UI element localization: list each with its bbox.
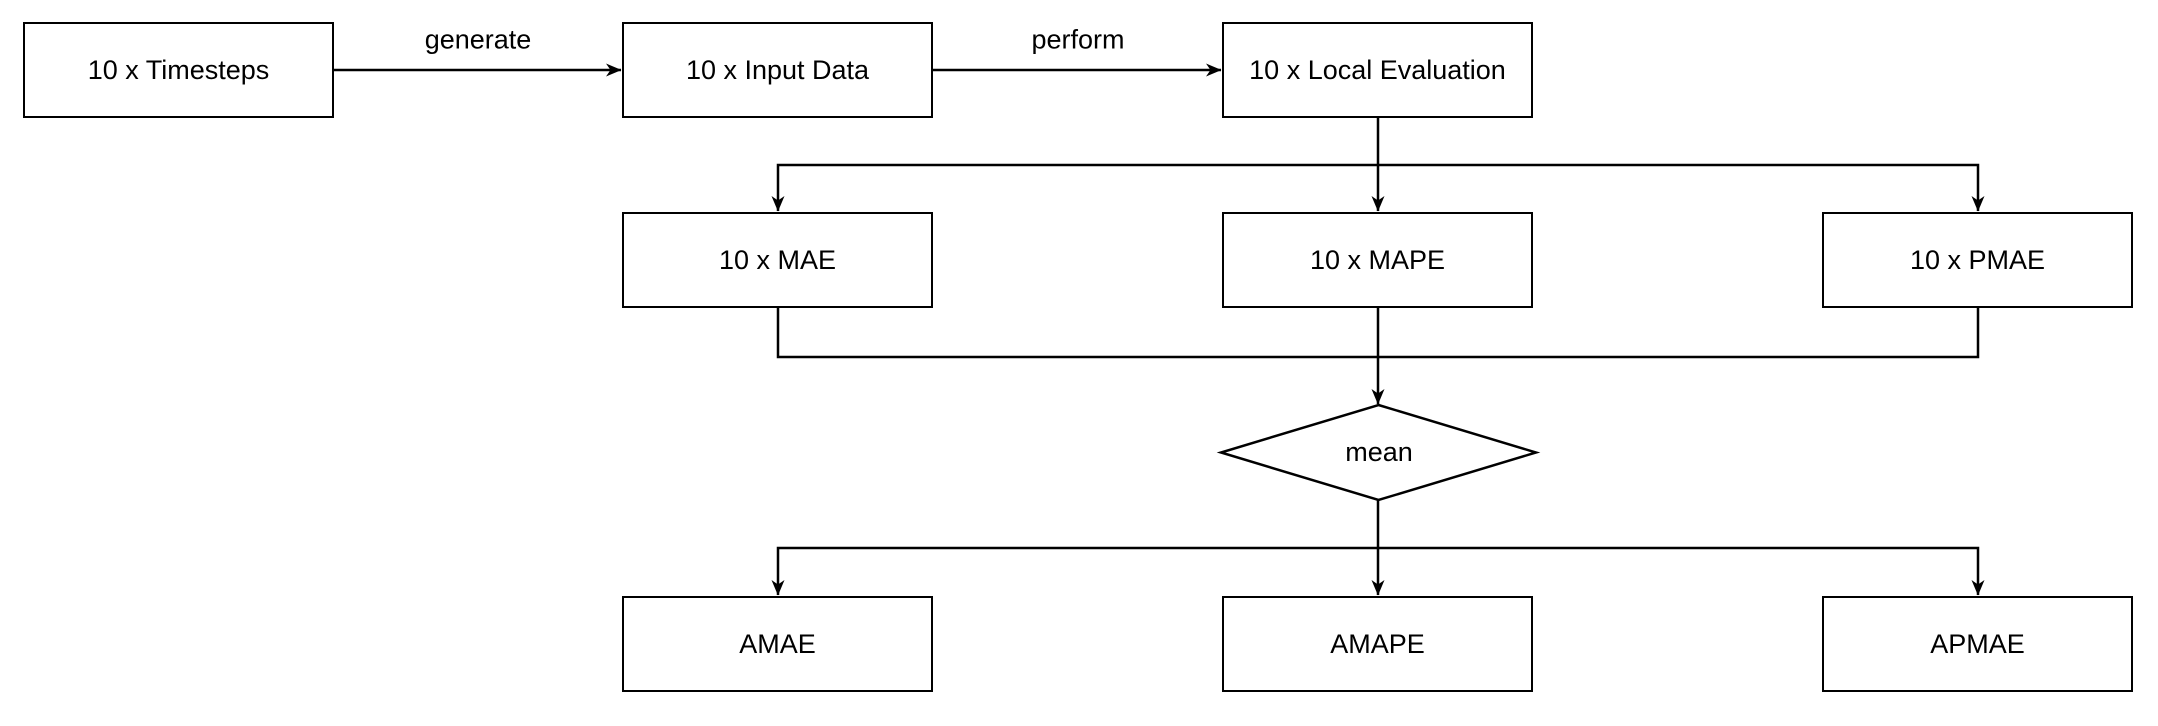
edge-mean-to-amae [771,546,1378,596]
edge-mean-to-apmae [1378,546,1985,596]
edge-label-generate: generate [418,24,538,56]
node-mean-label: mean [1345,437,1413,467]
node-mae: 10 x MAE [622,212,933,308]
edge-local-evaluation-to-pmae [1378,163,1985,212]
node-input-data: 10 x Input Data [622,22,933,118]
node-pmae: 10 x PMAE [1822,212,2133,308]
node-timesteps: 10 x Timesteps [23,22,334,118]
node-amape: AMAPE [1222,596,1533,692]
node-amae: AMAE [622,596,933,692]
node-local-evaluation: 10 x Local Evaluation [1222,22,1533,118]
mean-diamond-shape [1216,403,1541,502]
edge-local-evaluation-to-mae [771,163,1378,212]
node-mape: 10 x MAPE [1222,212,1533,308]
edge-label-perform: perform [1025,24,1131,56]
node-apmae: APMAE [1822,596,2133,692]
